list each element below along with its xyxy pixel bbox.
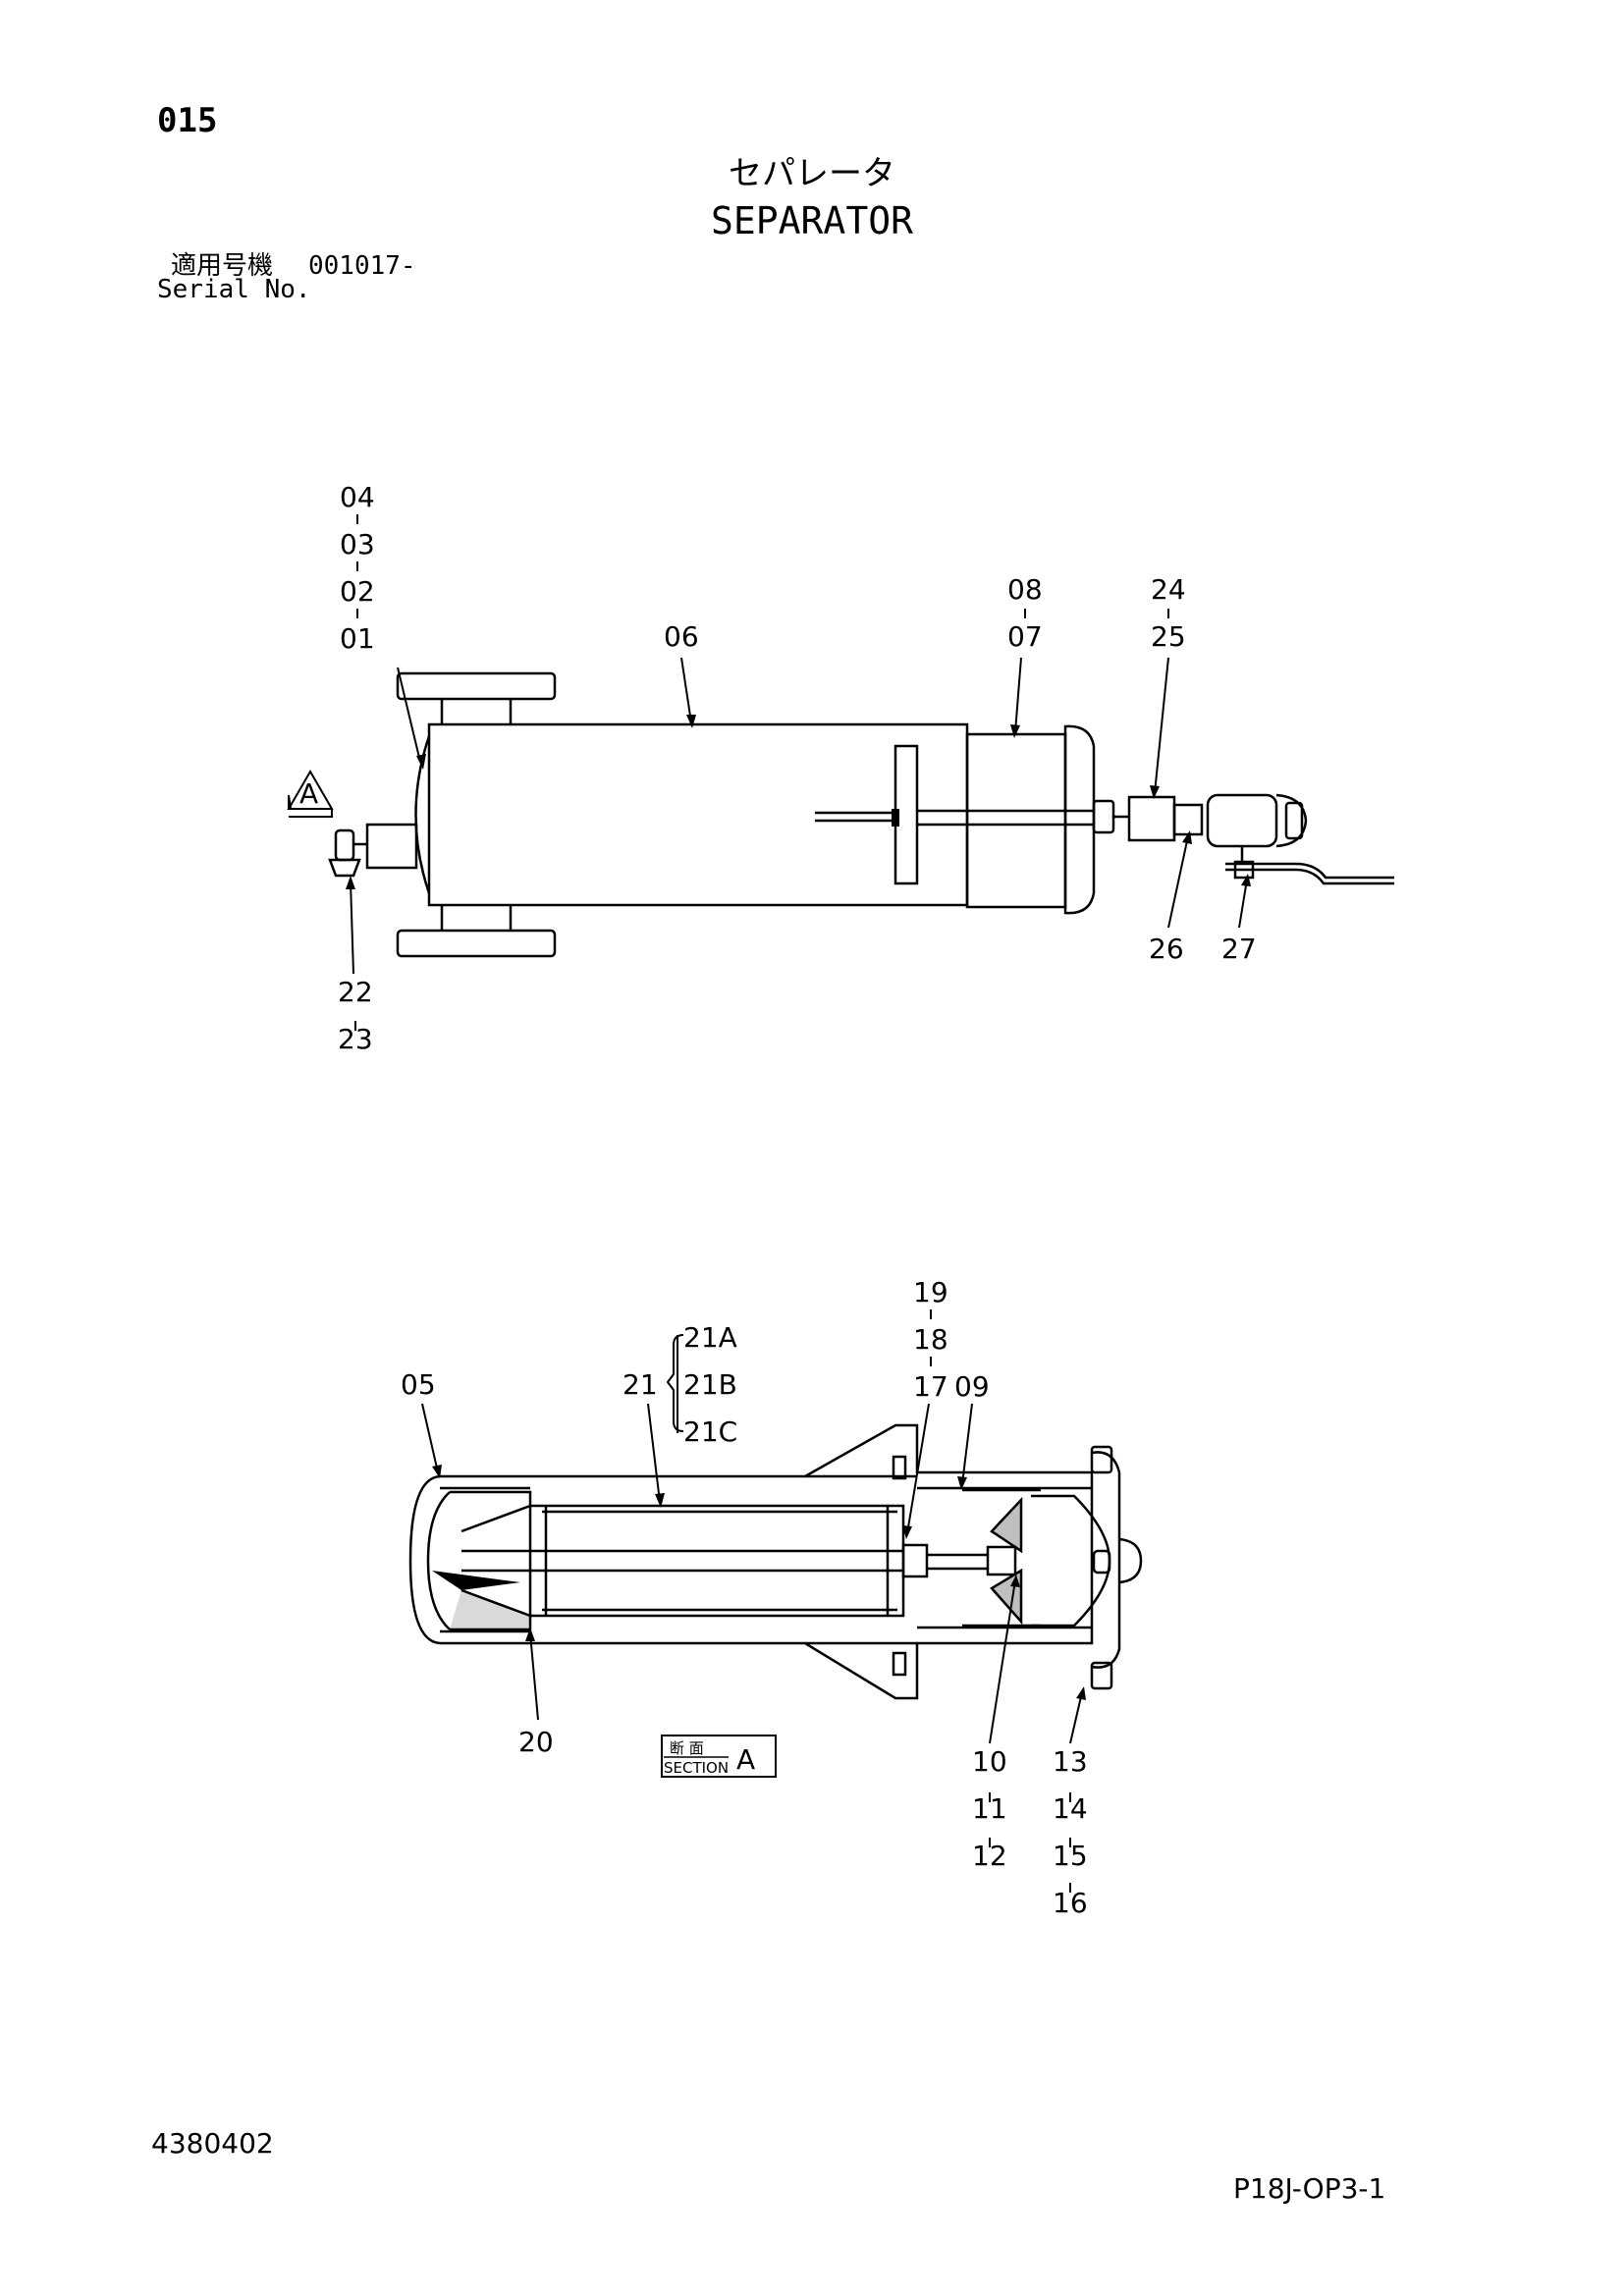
end-plate bbox=[1063, 724, 1096, 915]
part-label-21a: 21A bbox=[683, 1321, 737, 1354]
drain-neck bbox=[365, 823, 418, 870]
part-label-21: 21 bbox=[623, 1368, 658, 1401]
head-outer bbox=[408, 1474, 441, 1645]
part-label-26: 26 bbox=[1149, 933, 1184, 965]
part-label-24: 24 bbox=[1151, 573, 1186, 606]
top-view-leaders bbox=[350, 514, 1248, 1031]
drain-cock bbox=[334, 828, 355, 862]
part-label-21c: 21C bbox=[683, 1415, 737, 1448]
section-label-english: SECTION bbox=[664, 1759, 729, 1777]
part-label-09: 09 bbox=[954, 1370, 990, 1403]
flange-top bbox=[396, 671, 557, 701]
section-view-arrowheads bbox=[432, 1465, 1086, 1700]
flange-bottom bbox=[396, 929, 557, 958]
section-box: 断 面 SECTION A bbox=[661, 1735, 777, 1778]
serial-number: 001017- bbox=[308, 251, 416, 281]
part-label-19: 19 bbox=[913, 1276, 948, 1308]
section-label-japanese: 断 面 bbox=[670, 1739, 704, 1757]
view-marker-letter: A bbox=[299, 777, 318, 810]
part-label-23: 23 bbox=[338, 1023, 373, 1055]
top-view-arrowheads bbox=[346, 715, 1251, 889]
part-label-13: 13 bbox=[1053, 1745, 1088, 1778]
bolt-bottom bbox=[1090, 1661, 1113, 1690]
title-japanese: セパレータ bbox=[729, 154, 895, 193]
canister bbox=[965, 732, 1067, 909]
section-letter: A bbox=[736, 1743, 755, 1776]
part-label-10: 10 bbox=[972, 1745, 1007, 1778]
sheet-code: P18J-OP3-1 bbox=[1233, 2172, 1386, 2205]
top-view bbox=[328, 671, 1394, 958]
drain-cap bbox=[328, 858, 361, 878]
part-label-04: 04 bbox=[340, 481, 375, 513]
end-cap-left bbox=[414, 735, 431, 894]
part-label-03: 03 bbox=[340, 528, 375, 561]
adapter bbox=[1172, 803, 1204, 836]
cone-fastener bbox=[986, 1545, 1017, 1576]
valve-body bbox=[1206, 793, 1278, 848]
part-label-07: 07 bbox=[1007, 620, 1043, 653]
part-label-06: 06 bbox=[664, 620, 699, 653]
center-nut bbox=[901, 1543, 929, 1578]
fitting bbox=[1127, 795, 1176, 842]
serial-label-english: Serial No. bbox=[157, 275, 311, 304]
part-label-21b: 21B bbox=[683, 1368, 737, 1401]
section-view-leaders bbox=[421, 1309, 1083, 1893]
valve-handle bbox=[1225, 862, 1394, 880]
part-label-05: 05 bbox=[401, 1368, 436, 1401]
part-label-22: 22 bbox=[338, 976, 373, 1008]
part-label-01: 01 bbox=[340, 622, 375, 655]
part-label-17: 17 bbox=[913, 1370, 948, 1403]
filter-element bbox=[528, 1504, 905, 1618]
end-cap-right bbox=[1091, 1451, 1121, 1669]
part-label-25: 25 bbox=[1151, 620, 1186, 653]
part-label-12: 12 bbox=[972, 1840, 1007, 1872]
document-number: 4380402 bbox=[151, 2127, 274, 2160]
part-label-18: 18 bbox=[913, 1323, 948, 1356]
serial-label-japanese: 適用号機 bbox=[171, 251, 274, 281]
part-label-02: 02 bbox=[340, 575, 375, 608]
part-label-16: 16 bbox=[1053, 1887, 1088, 1919]
part-label-14: 14 bbox=[1053, 1792, 1088, 1825]
part-label-08: 08 bbox=[1007, 573, 1043, 606]
view-marker-a: A bbox=[287, 770, 334, 818]
title-english: SEPARATOR bbox=[711, 199, 913, 242]
page-code: 015 bbox=[157, 101, 218, 140]
outer-shell bbox=[440, 1423, 1094, 1700]
part-label-27: 27 bbox=[1221, 933, 1257, 965]
part-label-20: 20 bbox=[518, 1726, 554, 1758]
part-label-15: 15 bbox=[1053, 1840, 1088, 1872]
part-label-11: 11 bbox=[972, 1792, 1007, 1825]
separator-body bbox=[427, 722, 969, 907]
bolt-top bbox=[1090, 1445, 1113, 1474]
section-view bbox=[408, 1423, 1143, 1700]
end-nut bbox=[1092, 799, 1115, 834]
